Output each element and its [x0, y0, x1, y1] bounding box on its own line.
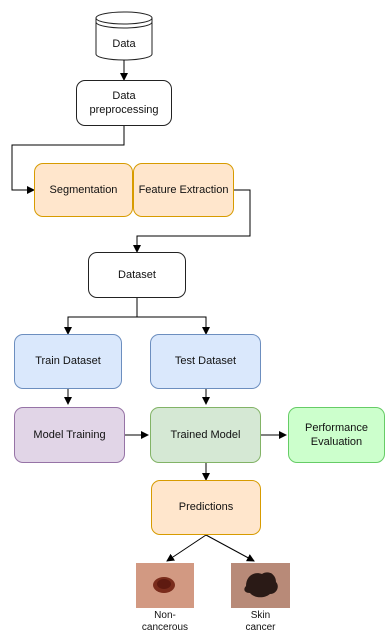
non-cancerous-skin-image — [136, 563, 194, 608]
database-icon — [95, 11, 153, 61]
arrow-predictions-skincancer — [205, 534, 255, 562]
test-dataset-node: Test Dataset — [150, 334, 261, 389]
trained-model-label: Trained Model — [170, 428, 241, 441]
model-training-node: Model Training — [14, 407, 125, 463]
train-dataset-label: Train Dataset — [35, 355, 101, 368]
segmentation-label: Segmentation — [49, 183, 118, 196]
data-preprocessing-node: Data preprocessing — [76, 80, 172, 126]
arrow-predictions-noncancerous — [166, 534, 207, 562]
feature-extraction-label: Feature Extraction — [138, 183, 229, 196]
feature-extraction-node: Feature Extraction — [133, 163, 234, 217]
dataset-node: Dataset — [88, 252, 186, 298]
arrow-dataset-train — [64, 298, 138, 335]
arrow-dataset-test — [137, 316, 210, 335]
segmentation-node: Segmentation — [34, 163, 133, 217]
predictions-node: Predictions — [151, 480, 261, 535]
arrow-feature-dataset — [133, 189, 251, 253]
data-source-label: Data — [112, 38, 136, 50]
skin-cancer-image — [231, 563, 290, 608]
performance-evaluation-label: Performance Evaluation — [305, 421, 368, 448]
arrow-preprocessing-segmentation — [11, 126, 125, 194]
performance-evaluation-node: Performance Evaluation — [288, 407, 385, 463]
model-training-label: Model Training — [33, 428, 106, 441]
train-dataset-node: Train Dataset — [14, 334, 122, 389]
non-cancerous-label: Non- cancerous — [141, 610, 189, 633]
trained-model-node: Trained Model — [150, 407, 261, 463]
skin-cancer-label: Skin cancer — [245, 610, 276, 633]
predictions-label: Predictions — [178, 501, 234, 514]
data-preprocessing-label: Data preprocessing — [89, 89, 159, 116]
test-dataset-label: Test Dataset — [174, 355, 237, 368]
dataset-label: Dataset — [118, 268, 156, 281]
